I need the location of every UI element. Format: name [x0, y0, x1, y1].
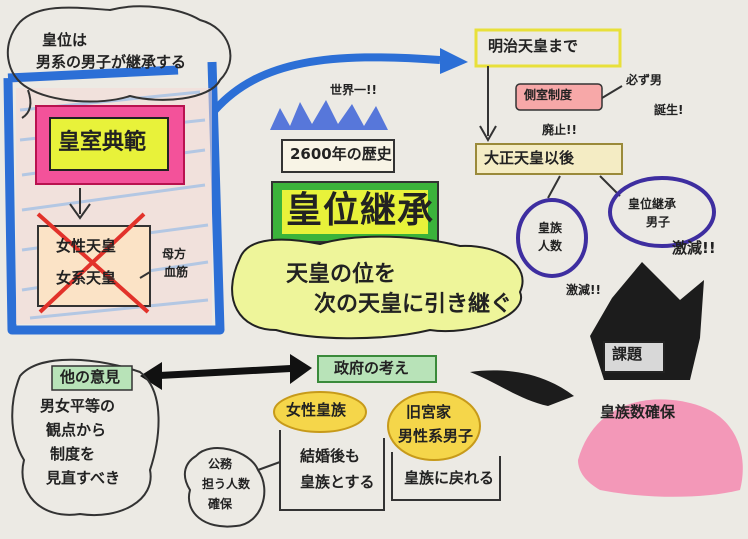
taisho-box: [475, 143, 623, 175]
center-cloud: [231, 235, 524, 340]
opinion-box: [51, 365, 133, 391]
government-label: 政府の考え: [334, 359, 410, 377]
ensure-count-label: 皇族数確保: [600, 403, 676, 421]
female-emperor-label: 女性天皇: [56, 237, 117, 255]
title-inner: [282, 190, 428, 234]
blue-arrowhead: [440, 48, 468, 74]
female-line-label: 女系天皇: [56, 269, 117, 287]
abolished-label: 廃止!!: [542, 123, 577, 137]
history-box: [281, 139, 395, 173]
miyake-line2: 男性系男子: [398, 427, 474, 445]
top-note-line2: 男系の男子が継承する: [36, 53, 187, 71]
sokushitsu-label: 側室制度: [524, 88, 573, 102]
always-male-line1: 必ず男: [626, 73, 663, 87]
remain-line2: 皇族とする: [300, 473, 375, 491]
duties-cloud: [183, 447, 266, 528]
succession-line2: 男子: [646, 215, 671, 229]
miyake-line1: 旧宮家: [406, 403, 452, 421]
meiji-label: 明治天皇まで: [488, 37, 579, 55]
gov-box: [317, 355, 437, 383]
koshitsu-tenpan-label: 皇室典範: [58, 130, 147, 155]
definition-line2: 次の天皇に引き継ぐ: [314, 292, 513, 317]
equality-line4: 見直すべき: [46, 469, 120, 487]
issue-label: 課題: [612, 345, 643, 363]
other-opinions-label: 他の意見: [60, 368, 121, 386]
equality-line1: 男女平等の: [40, 397, 116, 415]
taisho-label: 大正天皇以後: [484, 149, 575, 167]
crown-shape: [270, 100, 388, 130]
issue-black-arrow: [470, 370, 574, 406]
always-male-line2: 誕生!: [654, 103, 684, 117]
duties-line1: 公務: [208, 457, 233, 471]
top-cloud: [6, 5, 232, 103]
maternal-line1: 母方: [162, 247, 187, 261]
blue-frame: [3, 61, 225, 335]
return-label: 皇族に戻れる: [404, 469, 495, 487]
blue-arrow: [212, 53, 441, 113]
cross-line-2: [38, 212, 146, 314]
decline-label-2: 激減!!: [672, 239, 716, 257]
issue-red-cloud: [578, 399, 743, 497]
succession-cloud: [608, 176, 716, 248]
top-note-line1: 皇位は: [42, 31, 88, 49]
succession-line1: 皇位継承: [628, 197, 677, 211]
count-line1: 皇族: [538, 221, 563, 235]
maternal-line2: 血筋: [164, 265, 189, 279]
equality-line2: 観点から: [46, 421, 107, 439]
main-title: 皇位継承: [286, 190, 435, 231]
issue-box: [603, 341, 665, 373]
duties-line3: 確保: [208, 497, 233, 511]
female-royal-oval: [273, 391, 367, 433]
definition-line1: 天皇の位を: [286, 262, 397, 287]
female-royal-label: 女性皇族: [286, 401, 347, 419]
decline-label-1: 激減!!: [566, 283, 601, 297]
meiji-box: [474, 28, 622, 68]
miyake-oval: [387, 391, 481, 461]
remain-line1: 結婚後も: [300, 447, 361, 465]
count-cloud: [516, 198, 588, 278]
history-label: 2600年の歴史: [290, 145, 392, 163]
duties-line2: 担う人数: [202, 477, 251, 491]
world-label: 世界一!!: [330, 83, 377, 97]
equality-line3: 制度を: [50, 445, 96, 463]
koshitsu-yellow: [49, 117, 169, 171]
count-line2: 人数: [538, 239, 563, 253]
